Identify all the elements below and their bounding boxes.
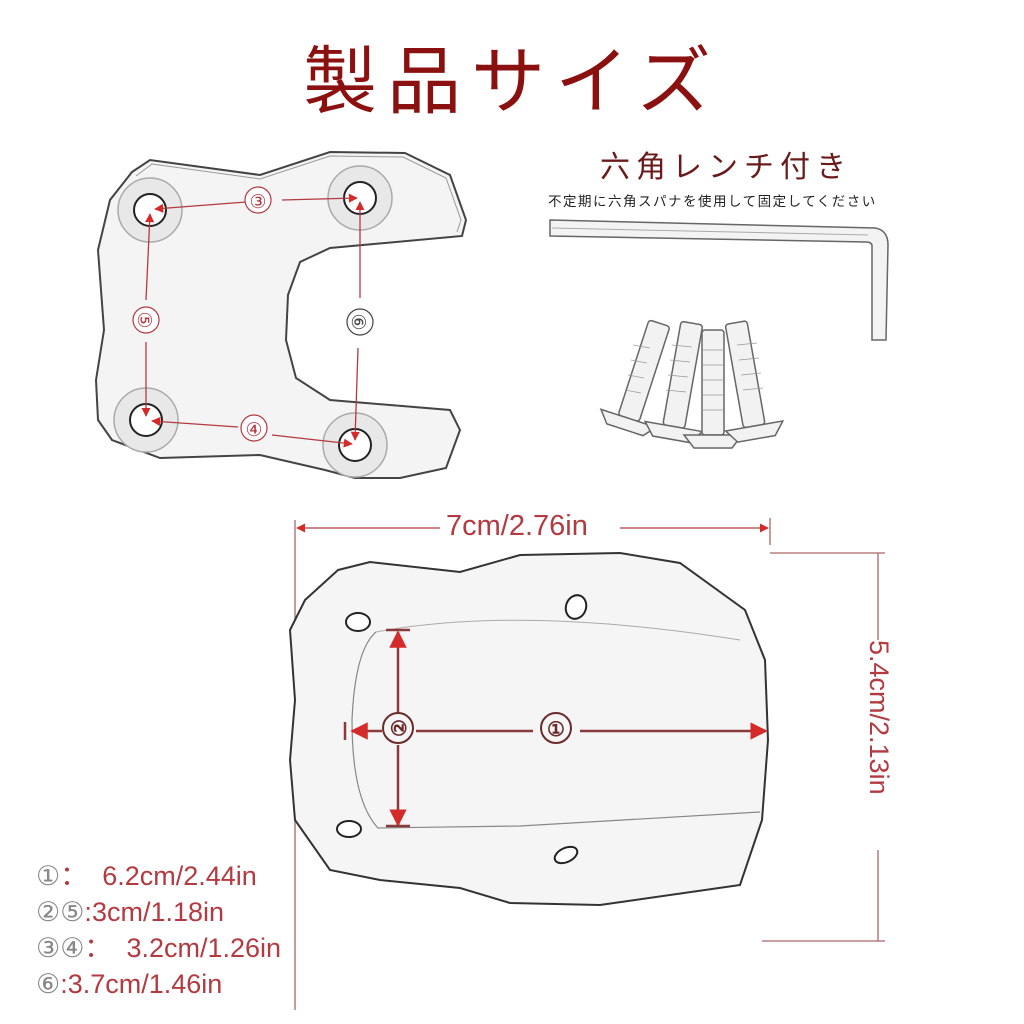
label-4: ④ xyxy=(245,419,262,441)
label-5: ⑤ xyxy=(133,311,155,328)
label-6: ⑥ xyxy=(347,313,369,330)
label-1: ① xyxy=(547,717,565,741)
wrench-note: 不定期に六角スパナを使用して固定してください xyxy=(548,194,877,210)
hex-wrench-drawing xyxy=(549,219,889,341)
legend-row: ②⑤:3cm/1.18in xyxy=(36,897,225,927)
label-2: ② xyxy=(387,719,411,737)
height-dimension: 5.4cm/2.13in xyxy=(858,640,898,860)
legend-row: ⑥:3.7cm/1.46in xyxy=(36,969,223,999)
bottom-plate-drawing: ② ① xyxy=(288,551,770,907)
top-plate-drawing: ③ ④ ⑤ ⑥ xyxy=(94,150,468,479)
wrench-heading: 六角レンチ付き xyxy=(600,150,852,185)
page-title: 製品サイズ xyxy=(303,39,721,125)
height-dimension-label: 5.4cm/2.13in xyxy=(864,640,894,795)
screws-drawing xyxy=(599,319,785,449)
label-3: ③ xyxy=(249,191,266,213)
dimension-legend: ①： 6.2cm/2.44in ②⑤:3cm/1.18in ③④： 3.2cm/… xyxy=(36,858,281,1002)
legend-row: ①： 6.2cm/2.44in xyxy=(36,861,257,891)
legend-row: ③④： 3.2cm/1.26in xyxy=(36,933,282,963)
width-dimension-label: 7cm/2.76in xyxy=(440,510,594,543)
